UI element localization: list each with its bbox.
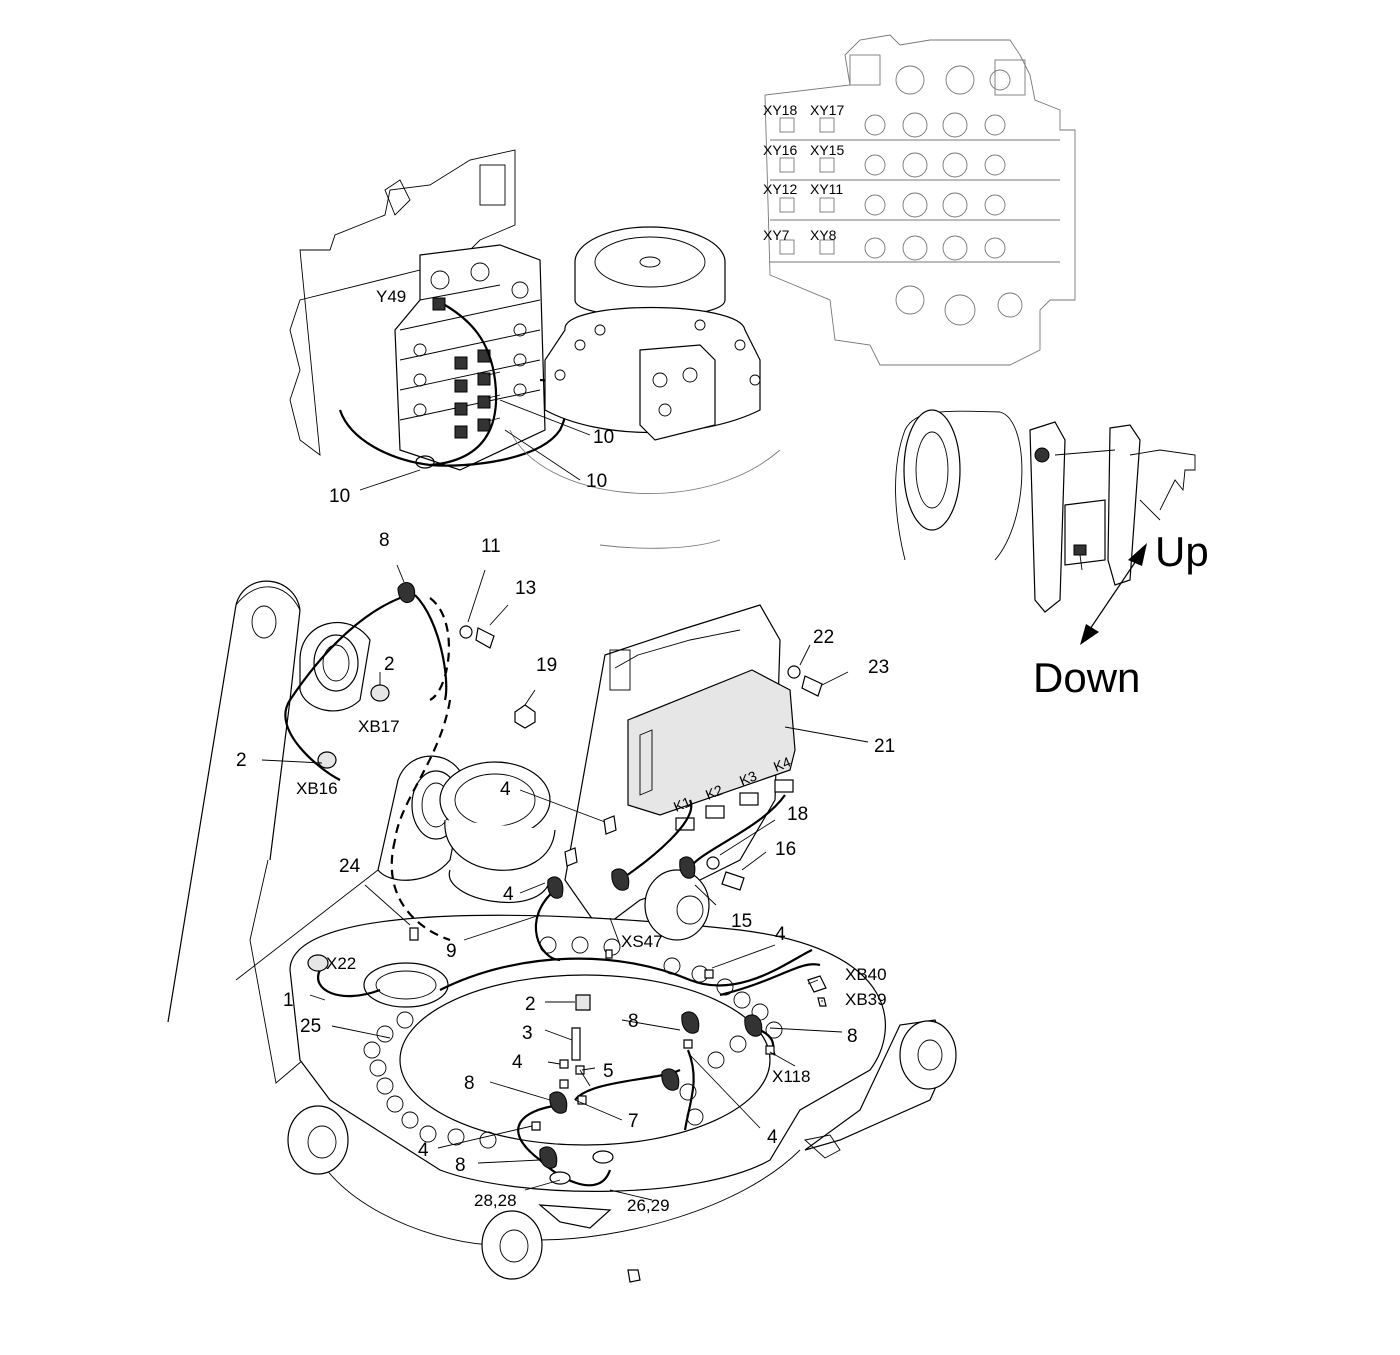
leader-lines [261,564,869,1201]
connector-xb17: XB17 [358,717,400,736]
callout-1: 1 [283,990,294,1011]
valve-assembly-view [289,149,781,549]
connector-xy18: XY18 [763,102,797,118]
callout-26-29: 26,29 [627,1196,670,1215]
callout-4-d: 4 [512,1052,523,1073]
callout-7: 7 [628,1111,639,1132]
callout-13: 13 [515,578,536,599]
callout-15: 15 [731,911,752,932]
direction-down-label: Down [1033,654,1140,701]
direction-labels: Up Down [1033,528,1209,701]
callout-8-d: 8 [455,1155,466,1176]
connector-xy12: XY12 [763,181,797,197]
callout-4-c: 4 [775,924,786,945]
connector-k2: K2 [703,781,725,802]
callout-28-28: 28,28 [474,1191,517,1210]
callout-8-b: 8 [847,1026,858,1047]
callout-8-top: 8 [379,530,390,551]
callout-22: 22 [813,627,834,648]
callout-19: 19 [536,655,557,676]
callout-18: 18 [787,804,808,825]
callout-4-e: 4 [767,1127,778,1148]
callout-2-mid: 2 [525,994,536,1015]
callout-8-c: 8 [464,1073,475,1094]
connector-y49: Y49 [376,287,406,306]
callout-21: 21 [874,736,895,757]
callout-2-left: 2 [236,750,247,771]
callout-5: 5 [603,1061,614,1082]
connector-xy8: XY8 [810,227,837,243]
connector-xy11: XY11 [810,181,843,197]
callout-9: 9 [446,941,457,962]
callout-4-a: 4 [500,779,511,800]
callout-numbers: 10 10 10 8 11 13 2 2 19 22 23 21 4 18 16… [236,427,895,1215]
connector-xb40: XB40 [845,965,887,984]
callout-10-a: 10 [593,427,614,448]
sensor-detail-view [895,409,1196,645]
connector-xy15: XY15 [810,142,844,158]
callout-24: 24 [339,856,361,877]
cable-clamps [397,582,763,1169]
connector-labels: Y49 XY18 XY17 XY16 XY15 XY12 XY11 XY7 XY… [296,102,887,1086]
connector-x22: X22 [326,954,356,973]
callout-23: 23 [868,657,889,678]
connector-xb16: XB16 [296,779,338,798]
callout-8-a: 8 [628,1011,639,1032]
connector-xb39: XB39 [845,990,887,1009]
connector-x118: X118 [772,1067,810,1086]
connector-k4: K4 [771,753,793,774]
connector-xy17: XY17 [810,102,844,118]
callout-4-b: 4 [503,884,514,905]
callout-3: 3 [522,1023,533,1044]
control-valve-view [764,34,1076,366]
callout-10-c: 10 [329,486,350,507]
callout-4-f: 4 [418,1140,429,1161]
callout-16: 16 [775,839,796,860]
callout-10-b: 10 [586,471,607,492]
callout-25: 25 [300,1016,321,1037]
connector-xs47: XS47 [621,932,663,951]
callout-2-top: 2 [384,654,395,675]
connector-k1: K1 [671,793,693,814]
main-frame-view [167,564,957,1283]
connector-xy7: XY7 [763,227,790,243]
callout-11: 11 [481,536,501,557]
connector-xy16: XY16 [763,142,797,158]
direction-up-label: Up [1155,528,1209,575]
connector-k3: K3 [737,767,759,788]
